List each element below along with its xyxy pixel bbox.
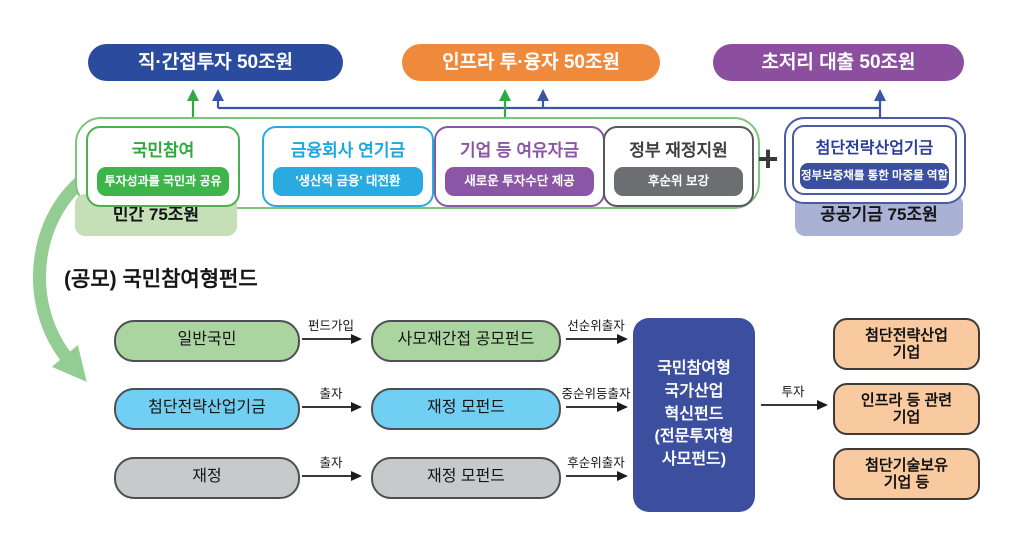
arrow-label-senior-contribution: 선순위출자 xyxy=(567,319,625,333)
source-box-corporate-surplus: 기업 등 여유자금 새로운 투자수단 제공 xyxy=(434,126,605,207)
source-subtitle-chip: 후순위 보강 xyxy=(614,167,743,196)
arrow-label-invest: 투자 xyxy=(781,385,805,399)
hub-line: 국가산업 xyxy=(664,382,724,400)
source-box-financial-pension: 금융회사 연기금 '생산적 금융' 대전환 xyxy=(262,126,434,207)
target-infra-related-company: 인프라 등 관련 기업 xyxy=(833,383,980,435)
flow-source-fiscal: 재정 xyxy=(114,457,300,499)
source-subtitle-chip: 새로운 투자수단 제공 xyxy=(445,167,594,196)
public-fund-group: 첨단전략산업기금 정부보증채를 통한 마중물 역할 xyxy=(784,117,966,204)
arrow-label-contribution-1: 출자 xyxy=(319,387,343,401)
hub-line: 사모펀드) xyxy=(661,451,727,469)
arrow-label-mezzanine-contribution: 중순위등출자 xyxy=(561,387,631,401)
source-box-public-participation: 국민참여 투자성과를 국민과 공유 xyxy=(86,126,240,207)
public-fund-subtitle-chip: 정부보증채를 통한 마중물 역할 xyxy=(800,163,949,189)
flow-source-general-public: 일반국민 xyxy=(114,320,300,362)
fund-flow-heading: (공모) 국민참여형펀드 xyxy=(64,268,258,291)
arrow-label-fund-join: 펀드가입 xyxy=(307,319,354,333)
target-line: 인프라 등 관련 xyxy=(860,391,953,409)
target-line: 기업 xyxy=(892,409,921,426)
arrow-label-subordinate-contribution: 후순위출자 xyxy=(567,456,625,470)
flow-source-strategic-industry-fund: 첨단전략산업기금 xyxy=(114,388,300,430)
target-line: 첨단기술보유 xyxy=(865,456,948,474)
target-line: 기업 등 xyxy=(883,474,930,491)
source-subtitle-chip: 투자성과를 국민과 공유 xyxy=(97,167,229,196)
flow-mid-fiscal-mother-fund: 재정 모펀드 xyxy=(371,388,561,430)
source-title: 국민참여 xyxy=(131,141,195,160)
banner-direct-indirect-investment: 직·간접투자 50조원 xyxy=(88,44,343,81)
source-subtitle-chip: '생산적 금융' 대전환 xyxy=(273,167,423,196)
hub-line: (전문투자형 xyxy=(654,428,734,446)
flow-mid-fiscal-mother-fund-2: 재정 모펀드 xyxy=(371,457,561,499)
national-innovation-fund-hub: 국민참여형 국가산업 혁신펀드 (전문투자형 사모펀드) xyxy=(633,318,755,512)
target-strategic-industry-company: 첨단전략산업 기업 xyxy=(833,318,980,370)
source-box-government-fiscal-support: 정부 재정지원 후순위 보강 xyxy=(603,126,754,207)
source-title: 정부 재정지원 xyxy=(629,141,728,160)
arrow-label-contribution-2: 출자 xyxy=(319,456,343,470)
flow-mid-public-offering-fund: 사모재간접 공모펀드 xyxy=(371,320,561,362)
source-title: 기업 등 여유자금 xyxy=(460,141,579,160)
banner-infra-investment-loan: 인프라 투·융자 50조원 xyxy=(402,44,660,81)
public-fund-title: 첨단전략산업기금 xyxy=(815,140,934,157)
source-title: 금융회사 연기금 xyxy=(290,141,406,160)
hub-line: 혁신펀드 xyxy=(664,405,724,423)
plus-sign: + xyxy=(757,138,779,179)
banner-low-rate-loan: 초저리 대출 50조원 xyxy=(713,44,964,81)
public-fund-inner-box: 첨단전략산업기금 정부보증채를 통한 마중물 역할 xyxy=(792,125,957,195)
target-line: 기업 xyxy=(892,344,921,361)
target-advanced-tech-company: 첨단기술보유 기업 등 xyxy=(833,448,980,500)
target-line: 첨단전략산업 xyxy=(865,326,948,344)
hub-line: 국민참여형 xyxy=(657,360,731,378)
